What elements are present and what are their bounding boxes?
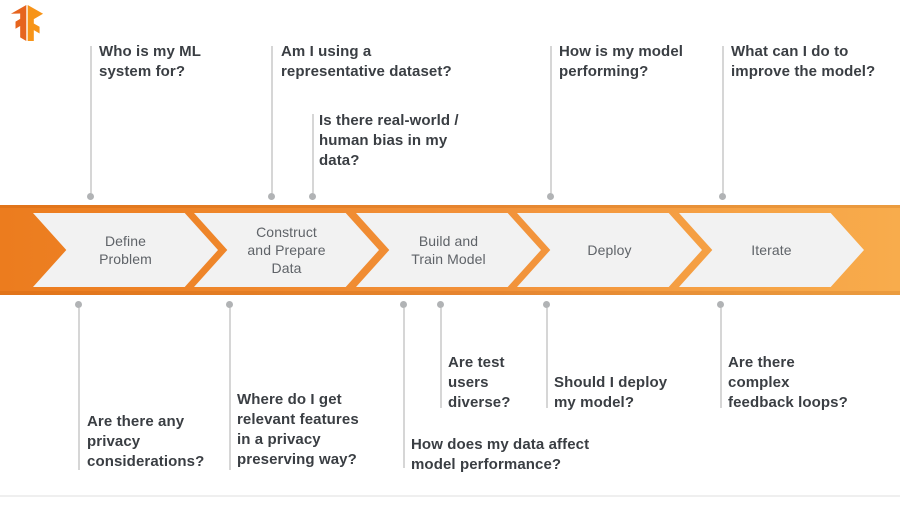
bottom-divider xyxy=(0,495,900,497)
connector-line xyxy=(550,46,552,193)
stage-label: Define Problem xyxy=(99,233,152,267)
connector-dot xyxy=(437,301,444,308)
connector-dot xyxy=(719,193,726,200)
question-relevant-features-privacy: Where do I get relevant features in a pr… xyxy=(237,391,359,468)
stage-construct-and-prepare-data: Construct and Prepare Data xyxy=(194,213,379,287)
question-representative-dataset: Am I using a representative dataset? xyxy=(281,43,452,80)
connector-line xyxy=(271,46,273,193)
connector-line xyxy=(403,308,405,468)
question-privacy-considerations: Are there any privacy considerations? xyxy=(87,413,205,470)
stage-label: Build and Train Model xyxy=(411,233,486,267)
connector-dot xyxy=(75,301,82,308)
connector-dot xyxy=(87,193,94,200)
question-complex-feedback-loops: Are there complex feedback loops? xyxy=(728,354,848,411)
stage-label: Deploy xyxy=(587,242,632,258)
stage-label: Iterate xyxy=(751,242,792,258)
stage-deploy: Deploy xyxy=(517,213,702,287)
connector-line xyxy=(720,308,722,408)
connector-line xyxy=(722,46,724,193)
pipeline-banner: Define Problem Construct and Prepare Dat… xyxy=(0,205,900,295)
connector-line xyxy=(440,308,442,408)
connector-line xyxy=(90,46,92,193)
tensorflow-logo-left xyxy=(10,5,27,41)
question-what-can-i-do-to-improve: What can I do to improve the model? xyxy=(731,43,876,80)
tensorflow-logo-right xyxy=(27,5,44,41)
connector-line xyxy=(546,308,548,408)
question-should-i-deploy-my-model: Should I deploy my model? xyxy=(554,374,668,411)
tensorflow-logo-icon xyxy=(10,5,44,41)
stage-build-and-train-model: Build and Train Model xyxy=(356,213,541,287)
connector-dot xyxy=(309,193,316,200)
connector-dot xyxy=(400,301,407,308)
connector-line xyxy=(229,308,231,470)
connector-dot xyxy=(543,301,550,308)
stage-define-problem: Define Problem xyxy=(33,213,218,287)
stage-label: Construct and Prepare Data xyxy=(247,224,326,276)
question-how-is-my-model-performing: How is my model performing? xyxy=(559,43,684,80)
connector-line xyxy=(78,308,80,470)
question-who-is-my-ml-system-for: Who is my ML system for? xyxy=(99,43,202,80)
connector-dot xyxy=(717,301,724,308)
connector-dot xyxy=(226,301,233,308)
connector-line xyxy=(312,114,314,193)
question-data-affect-performance: How does my data affect model performanc… xyxy=(411,436,590,473)
question-real-world-human-bias: Is there real-world / human bias in my d… xyxy=(319,112,459,169)
connector-dot xyxy=(547,193,554,200)
connector-dot xyxy=(268,193,275,200)
stage-iterate: Iterate xyxy=(679,213,864,287)
question-are-test-users-diverse: Are test users diverse? xyxy=(448,354,511,411)
